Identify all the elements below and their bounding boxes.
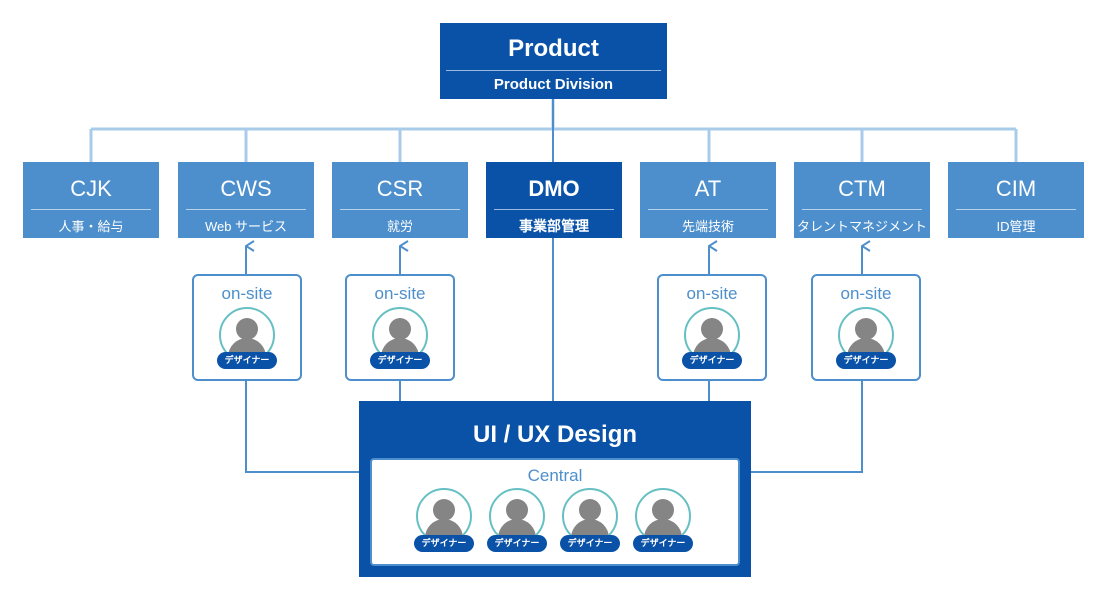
designer-badge: デザイナー (487, 535, 547, 552)
central-label: Central (527, 466, 583, 485)
onsite-card-ctm: on-site デザイナー (811, 274, 921, 381)
onsite-card-cws: on-site デザイナー (192, 274, 302, 381)
onsite-label: on-site (686, 284, 738, 303)
central-team-box: Central デザイナー デザイナー デザイナー デザイナー (370, 458, 740, 566)
onsite-label: on-site (374, 284, 426, 303)
designer-badge: デザイナー (370, 352, 430, 369)
dept-subtitle: タレントマネジメント (796, 219, 927, 234)
dept-subtitle: 就労 (386, 219, 413, 234)
divider (648, 209, 768, 210)
dept-code: CSR (376, 176, 424, 201)
dept-code: DMO (528, 176, 580, 201)
dept-csr: CSR 就労 (332, 162, 468, 238)
dept-code: CTM (838, 176, 886, 201)
onsite-card-at: on-site デザイナー (657, 274, 767, 381)
divider (494, 209, 614, 210)
dept-code: CWS (220, 176, 272, 201)
onsite-label: on-site (840, 284, 892, 303)
product-title: Product (508, 35, 599, 62)
product-subtitle: Product Division (493, 76, 614, 93)
designer-badge: デザイナー (414, 535, 474, 552)
arrow-lines (245, 246, 862, 274)
dept-subtitle: Web サービス (204, 219, 288, 234)
divider (186, 209, 306, 210)
uiux-title: UI / UX Design (472, 421, 638, 448)
dept-subtitle: 先端技術 (681, 219, 734, 234)
divider (802, 209, 922, 210)
dept-dmo: DMO 事業部管理 (486, 162, 622, 238)
uiux-design-box: UI / UX Design Central デザイナー デザイナー デザイナー… (359, 401, 751, 577)
onsite-label: on-site (221, 284, 273, 303)
dept-cjk: CJK 人事・給与 (23, 162, 159, 238)
dept-code: CIM (995, 176, 1037, 201)
designer-badge: デザイナー (633, 535, 693, 552)
dept-subtitle: ID管理 (996, 219, 1036, 234)
product-division-box: Product Product Division (440, 23, 667, 99)
divider (31, 209, 151, 210)
dept-subtitle: 事業部管理 (519, 218, 589, 234)
designer-badge: デザイナー (560, 535, 620, 552)
divider (956, 209, 1076, 210)
designer-badge: デザイナー (217, 352, 277, 369)
dept-code: AT (694, 176, 722, 201)
dept-ctm: CTM タレントマネジメント (794, 162, 930, 238)
dept-subtitle: 人事・給与 (58, 219, 124, 234)
designer-badge: デザイナー (682, 352, 742, 369)
divider (446, 70, 661, 71)
onsite-card-csr: on-site デザイナー (345, 274, 455, 381)
dept-code: CJK (70, 176, 112, 201)
dept-cim: CIM ID管理 (948, 162, 1084, 238)
divider (340, 209, 460, 210)
dept-cws: CWS Web サービス (178, 162, 314, 238)
dept-at: AT 先端技術 (640, 162, 776, 238)
designer-badge: デザイナー (836, 352, 896, 369)
